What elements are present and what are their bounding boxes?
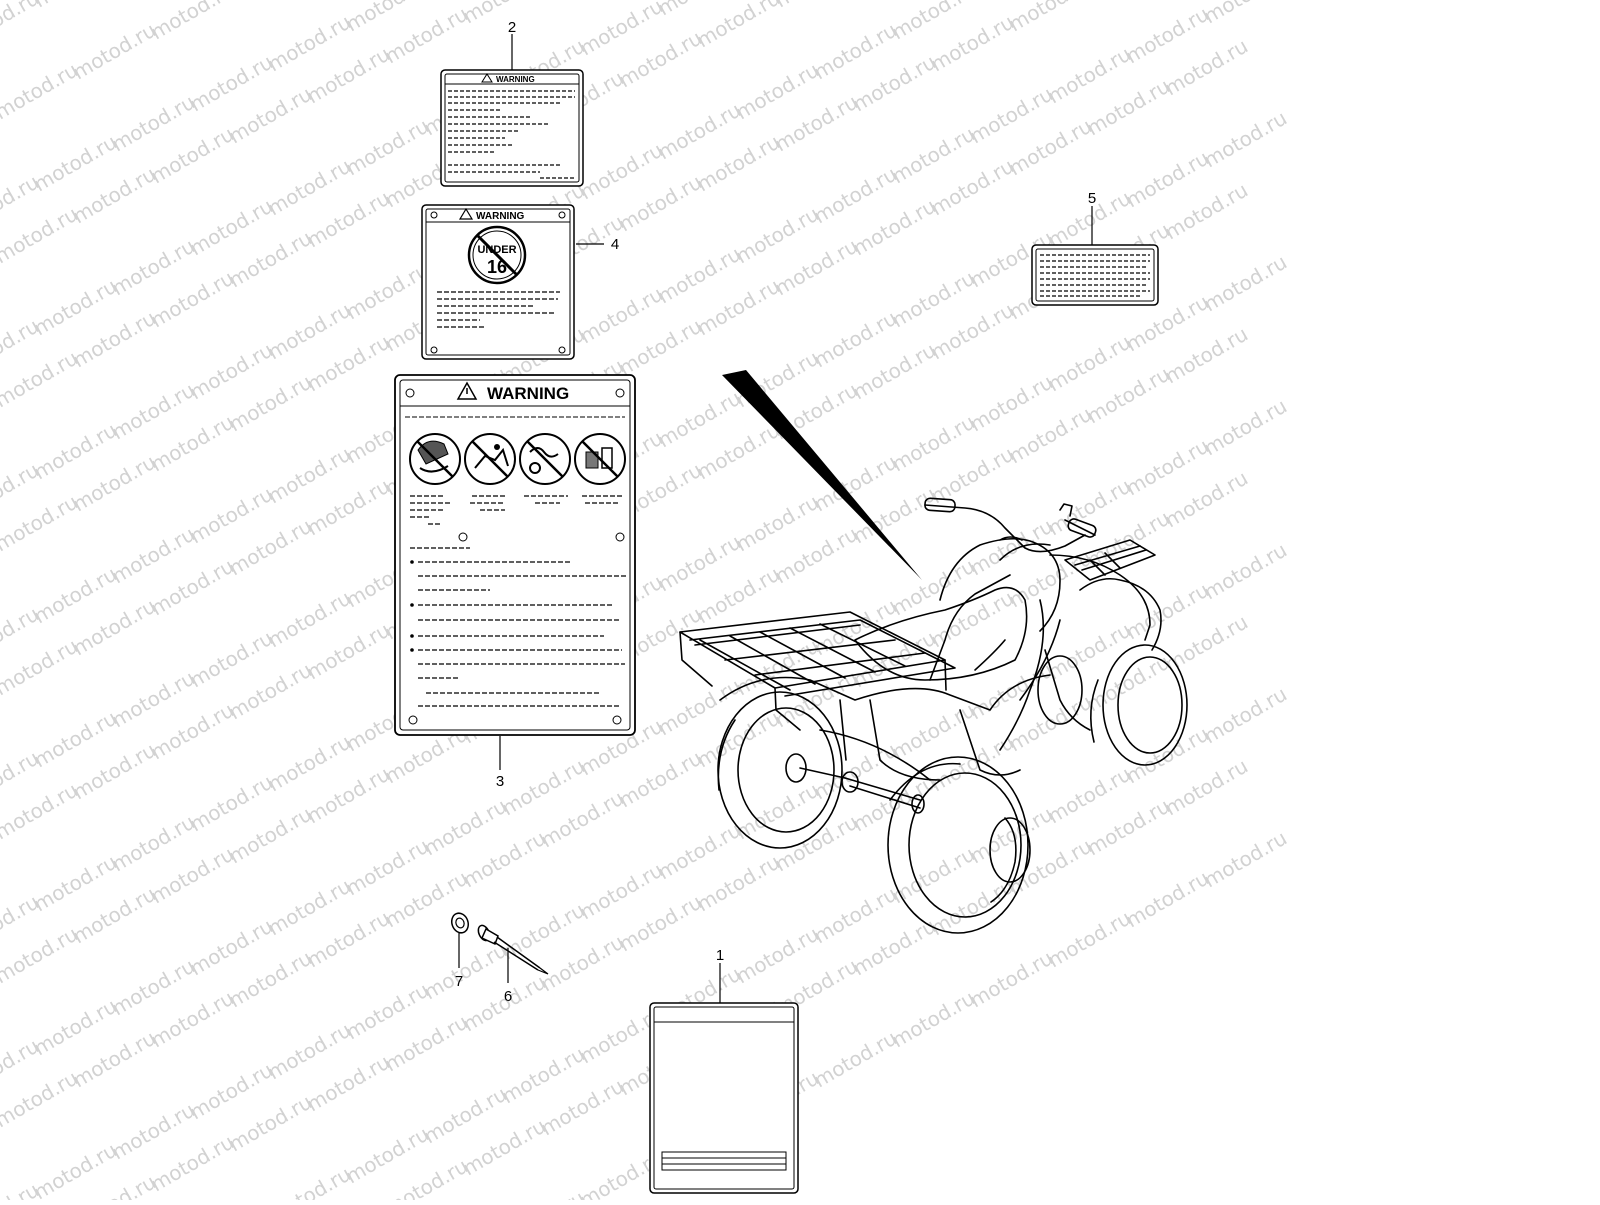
decal-3-text-block — [410, 547, 628, 707]
mount-hole-icon — [615, 388, 625, 398]
bullet-icon — [410, 634, 414, 638]
watermark-text: motod.ru — [0, 778, 82, 845]
part-rivet[interactable] — [476, 924, 549, 975]
seat — [854, 586, 1028, 681]
watermark-text: motod.ru — [966, 946, 1057, 1013]
watermark-text: motod.ru — [147, 0, 238, 44]
decal-warning-large[interactable]: WARNING — [394, 374, 636, 736]
mount-hole-icon — [558, 346, 566, 354]
front-wheel — [1102, 644, 1188, 766]
atv-illustration — [679, 497, 1188, 934]
warning-triangle-icon — [481, 73, 493, 83]
no-passenger-icon — [464, 433, 516, 485]
no-helmet-icon — [409, 433, 461, 485]
watermark-text: motod.ru — [225, 0, 316, 4]
callout-1: 1 — [716, 947, 724, 964]
decal-4-text-block — [437, 291, 560, 328]
mount-hole-icon — [430, 346, 438, 354]
watermark-text: motod.ru — [0, 202, 82, 269]
warning-triangle-icon — [456, 381, 478, 400]
bullet-icon — [410, 560, 414, 564]
watermark-text: motod.ru — [459, 0, 550, 28]
no-road-riding-icon — [519, 433, 571, 485]
watermark-text: motod.ru — [0, 922, 82, 989]
decal-5-text-block — [1040, 254, 1150, 297]
watermark-text: motod.ru — [1200, 106, 1291, 173]
callout-3: 3 — [496, 773, 504, 790]
watermark-text: motod.ru — [30, 0, 121, 12]
mount-hole-icon — [405, 388, 415, 398]
decal-3-warning-title: WARNING — [487, 384, 569, 403]
watermark-text: motod.ru — [0, 490, 82, 557]
rear-wheel — [887, 756, 1029, 934]
decal-warning-small[interactable]: WARNING — [440, 69, 584, 187]
watermark-text: motod.ru — [1005, 0, 1096, 36]
mount-hole-icon — [430, 211, 438, 219]
watermark-text: motod.ru — [1044, 906, 1135, 973]
pictogram-captions — [410, 495, 622, 525]
watermark-text: motod.ru — [0, 1066, 82, 1133]
watermark-layer: motod.rumotod.rumotod.rumotod.rumotod.ru… — [0, 0, 1291, 1205]
mount-hole-icon — [408, 715, 418, 725]
callout-7: 7 — [455, 973, 463, 990]
callout-2: 2 — [508, 19, 516, 36]
watermark-text: motod.ru — [1122, 866, 1213, 933]
mount-hole-icon — [558, 211, 566, 219]
decal-under-16[interactable]: WARNING UNDER 16 — [421, 204, 575, 360]
mount-hole-icon — [612, 715, 622, 725]
watermark-text: motod.ru — [1200, 538, 1291, 605]
watermark-text: motod.ru — [0, 346, 82, 413]
callout-numbers: 2 4 3 5 1 7 6 — [455, 19, 1096, 1005]
callout-6: 6 — [504, 988, 512, 1005]
decal-2-warning-title: WARNING — [496, 75, 535, 84]
location-pointer — [722, 370, 922, 580]
decal-manual-card[interactable] — [649, 1002, 799, 1194]
decal-small-rect[interactable] — [1031, 244, 1159, 306]
pictogram-row — [409, 433, 626, 485]
no-drugs-icon — [574, 433, 626, 485]
watermark-text: motod.ru — [69, 18, 160, 85]
watermark-text: motod.ru — [693, 0, 784, 52]
watermark-text: motod.ru — [771, 0, 862, 12]
callout-5: 5 — [1088, 190, 1096, 207]
watermark-text: motod.ru — [0, 58, 82, 125]
watermark-text: motod.ru — [1200, 826, 1291, 893]
watermark-text: motod.ru — [888, 986, 979, 1053]
callout-4: 4 — [611, 236, 619, 253]
watermark-text: motod.ru — [1200, 394, 1291, 461]
watermark-text: motod.ru — [0, 0, 43, 52]
leader-lines — [458, 34, 1093, 1003]
watermark-text: motod.ru — [1200, 250, 1291, 317]
warning-triangle-icon — [458, 207, 474, 220]
watermark-text: motod.ru — [810, 1026, 901, 1093]
watermark-text: motod.ru — [0, 634, 82, 701]
bullet-icon — [410, 603, 414, 607]
watermark-text: motod.ru — [1200, 682, 1291, 749]
watermark-text: motod.ru — [1200, 0, 1291, 28]
part-washer[interactable] — [449, 911, 471, 935]
front-rack — [1064, 539, 1156, 581]
bullet-icon — [410, 648, 414, 652]
decal-4-warning-title: WARNING — [476, 211, 525, 222]
prohibited-under-16-icon: UNDER 16 — [467, 225, 527, 285]
watermark-text: motod.ru — [30, 1138, 121, 1200]
decal-2-text-block — [448, 90, 575, 179]
